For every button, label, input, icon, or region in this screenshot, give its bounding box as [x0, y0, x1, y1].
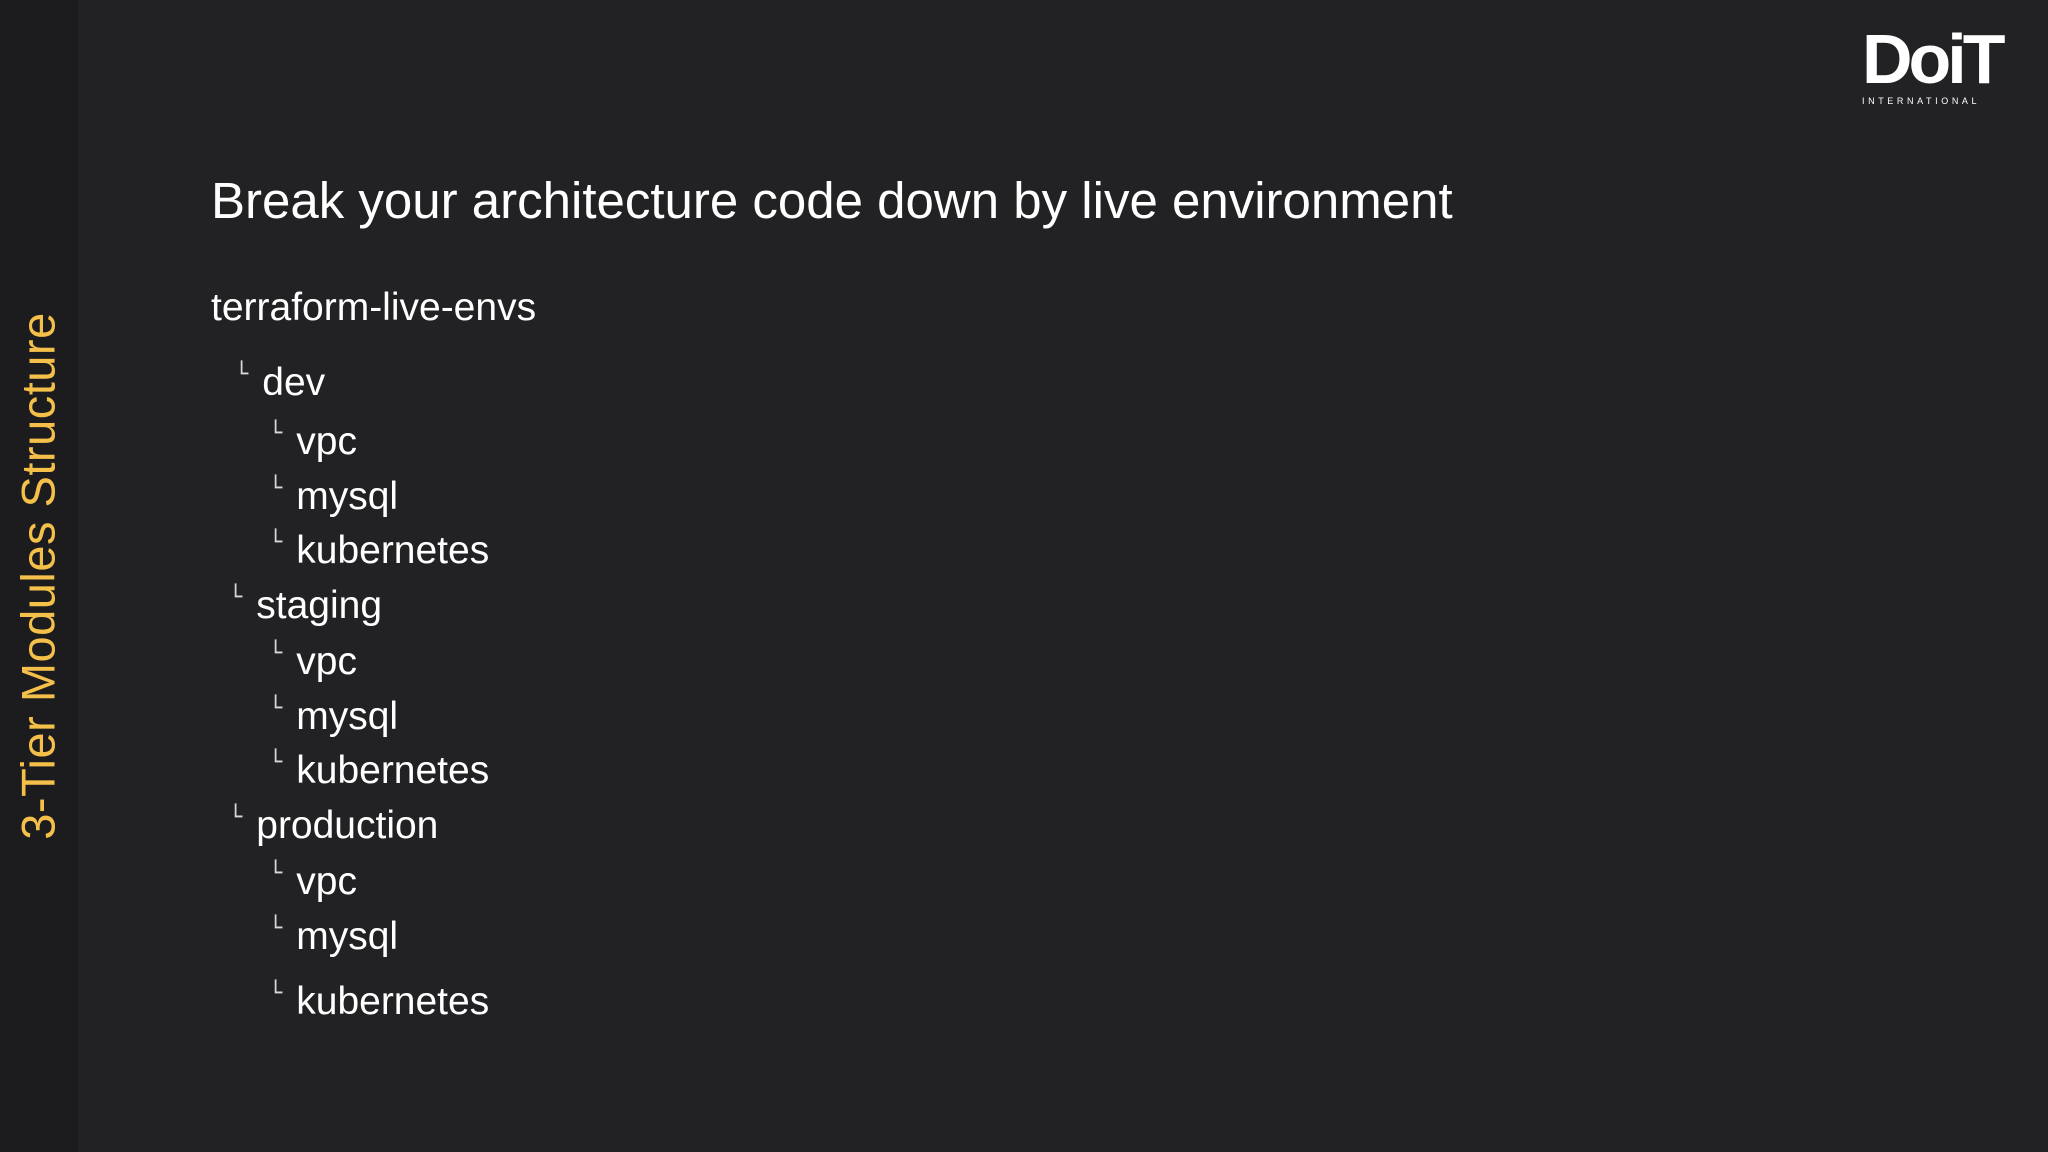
tree-env-label: production: [256, 804, 439, 847]
tree-item-label: vpc: [296, 420, 357, 463]
logo-mark: DoiT: [1862, 20, 2006, 98]
tree-item: └ kubernetes: [269, 971, 489, 1025]
tree-item: └ kubernetes: [269, 520, 489, 574]
side-band: [0, 0, 78, 1152]
tree-item-label: kubernetes: [296, 980, 490, 1023]
branch-icon: └: [269, 861, 283, 886]
tree-item-label: kubernetes: [296, 749, 490, 792]
branch-icon: └: [235, 362, 249, 387]
tree-env-label: dev: [262, 361, 326, 404]
branch-icon: └: [269, 916, 283, 941]
tree-env-staging: └ staging: [229, 575, 382, 629]
branch-icon: └: [269, 421, 283, 446]
branch-icon: └: [269, 696, 283, 721]
slide-heading: Break your architecture code down by liv…: [211, 172, 1453, 229]
tree-item: └ vpc: [269, 411, 357, 465]
doit-logo: DoiT INTERNATIONAL: [1862, 24, 2014, 110]
tree-env-label: staging: [256, 584, 383, 627]
logo-subtitle: INTERNATIONAL: [1862, 96, 1981, 106]
tree-item: └ mysql: [269, 686, 398, 740]
branch-icon: └: [269, 641, 283, 666]
branch-icon: └: [269, 981, 283, 1006]
tree-item: └ mysql: [269, 906, 398, 960]
branch-icon: └: [229, 585, 243, 610]
branch-icon: └: [269, 530, 283, 555]
tree-item-label: mysql: [296, 695, 399, 738]
branch-icon: └: [269, 476, 283, 501]
tree-item: └ vpc: [269, 851, 357, 905]
tree-item-label: mysql: [296, 915, 399, 958]
tree-item: └ kubernetes: [269, 740, 489, 794]
branch-icon: └: [269, 750, 283, 775]
tree-item-label: mysql: [296, 475, 399, 518]
tree-env-dev: └ dev: [235, 352, 325, 406]
tree-item-label: vpc: [296, 640, 357, 683]
branch-icon: └: [229, 805, 243, 830]
tree-root: terraform-live-envs: [211, 286, 537, 329]
tree-item: └ mysql: [269, 466, 398, 520]
tree-item-label: vpc: [296, 860, 357, 903]
tree-item-label: kubernetes: [296, 529, 490, 572]
tree-item: └ vpc: [269, 631, 357, 685]
side-title: 3-Tier Modules Structure: [11, 312, 65, 840]
tree-env-production: └ production: [229, 795, 438, 849]
